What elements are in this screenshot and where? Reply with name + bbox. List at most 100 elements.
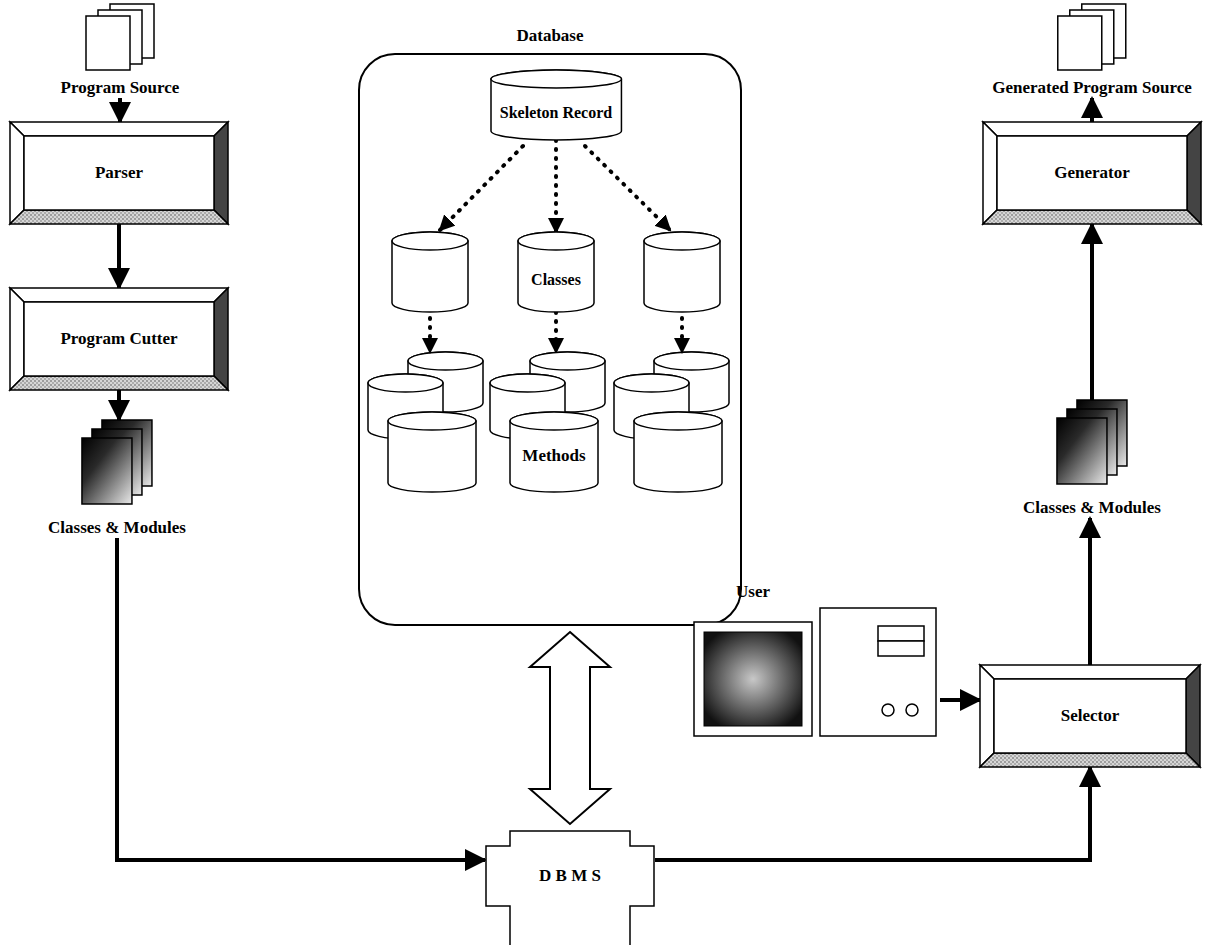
flow-arrow [940,698,980,702]
monitor-screen [704,632,802,726]
module-page [82,438,132,504]
node-label: Program Source [61,78,180,98]
group-title: Database [516,26,583,46]
bevel-top [980,665,1200,679]
dotted-arrow [554,312,558,352]
cylinder-top [654,352,729,370]
bevel-left [10,288,24,390]
cylinder-top [392,232,468,250]
source-documents: Program Source [55,4,185,98]
cylinder-top [388,412,476,430]
bevel-bottom [10,210,228,224]
cylinder-top [368,374,443,392]
cylinder-top [614,374,689,392]
bevel-right [214,288,228,390]
flow-arrow [1090,98,1094,122]
flow-arrow [1088,518,1092,665]
box-face [24,136,214,210]
bevel-left [980,665,994,767]
flow-arrow [1090,224,1094,400]
node-label: Parser [95,163,143,183]
method-stack: Methods [490,352,605,492]
cylinder-top [491,70,621,88]
node-label: Program Cutter [60,329,177,349]
node-label: Skeleton Record [500,104,612,122]
method-stack-outline [490,352,605,492]
database-border [359,54,741,625]
box-face [24,302,214,376]
bevel-top [10,122,228,136]
dotted-arrow [680,318,684,352]
bevel-top [983,122,1201,136]
cylinder-body [491,70,621,140]
cylinder-top [510,412,598,430]
bevel-left [10,122,24,224]
drive-slot [878,626,924,641]
node-label: D B M S [539,866,601,886]
flow-arrow [118,98,122,122]
document-page [86,16,130,70]
cylinder-top [634,412,722,430]
power-button [882,704,894,716]
bevel-bottom [980,753,1200,767]
node-label: Selector [1061,706,1120,726]
node-label: User [694,582,812,602]
dbms-outline [486,831,654,945]
bevel-top [10,288,228,302]
dotted-arrow [554,140,558,232]
cylinder-body [518,232,594,312]
monitor-frame [694,622,812,736]
module-stack: Classes & Modules [43,420,191,538]
dotted-arrow [440,146,523,230]
node-label: Classes & Modules [48,518,186,538]
bevel-right [1187,122,1201,224]
flow-arrow [117,224,121,288]
document-page [1058,16,1102,70]
module-stack: Classes & Modules [1018,400,1166,518]
computer-tower [820,608,936,736]
box-face [997,136,1187,210]
bevel-bottom [983,210,1201,224]
dbms-shape-outline [485,830,655,945]
record-cylinder: Skeleton Record [491,70,621,140]
class-cylinder [644,232,720,312]
class-cylinder: Classes [518,232,594,312]
method-cylinder [634,412,722,492]
box-face [994,679,1186,753]
module-page [1057,418,1107,484]
bevel-left [983,122,997,224]
cylinder-top [490,374,565,392]
method-cylinder [510,412,598,492]
dotted-arrow [585,146,670,230]
cylinder-top [644,232,720,250]
node-label: Methods [522,446,585,466]
class-cylinder [392,232,468,312]
drive-slot [878,641,924,656]
cylinder-top [518,232,594,250]
process-box: Generator [983,122,1201,224]
cylinder-top [530,352,605,370]
generated-documents: Generated Program Source [987,4,1197,98]
dbms-shape: D B M S [485,830,655,945]
flow-arrow [117,538,485,860]
node-label: Classes [531,271,581,289]
bevel-right [1186,665,1200,767]
node-label: Classes & Modules [1023,498,1161,518]
process-box: Program Cutter [10,288,228,390]
method-cylinder [388,412,476,492]
user-computer: User [690,582,940,738]
flow-arrow [117,390,121,420]
user-computer-outline [690,582,940,738]
node-label: Generated Program Source [992,78,1192,98]
cylinder-top [408,352,483,370]
double-arrow [530,632,610,824]
bevel-bottom [10,376,228,390]
process-box: Selector [980,665,1200,767]
power-button [906,704,918,716]
flow-arrow [655,767,1090,860]
database-frame: DatabaseSkeleton RecordClassesMethods [358,26,742,626]
bevel-right [214,122,228,224]
process-box: Parser [10,122,228,224]
dotted-arrow [428,318,432,352]
